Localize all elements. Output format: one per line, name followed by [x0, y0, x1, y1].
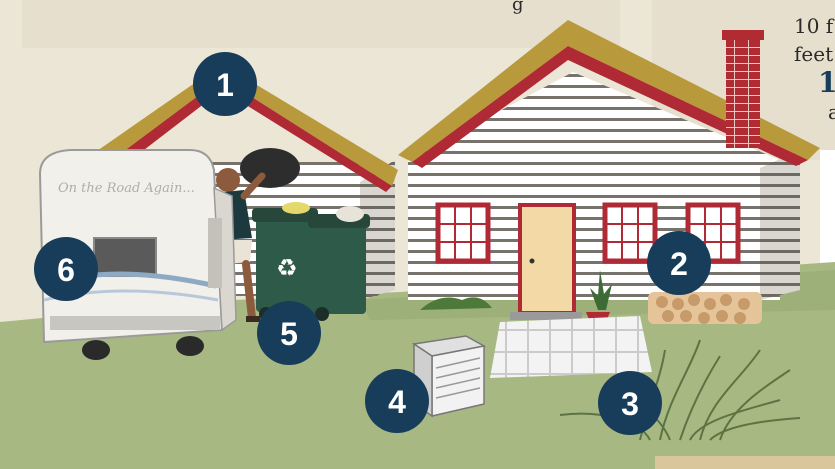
rv-decal: On the Road Again... — [58, 181, 195, 196]
svg-text:2: 2 — [670, 246, 688, 282]
svg-text:5: 5 — [280, 316, 298, 352]
bottom-strip — [655, 456, 835, 469]
top-right-number: 1 — [818, 66, 835, 99]
svg-text:6: 6 — [57, 252, 75, 288]
marker-badge-6[interactable]: 6 — [34, 237, 98, 301]
front-door — [520, 205, 574, 313]
marker-badge-1[interactable]: 1 — [193, 52, 257, 116]
top-right-text-line-1: 10 f — [794, 14, 833, 38]
top-left-text-panel — [22, 0, 620, 48]
marker-badge-2[interactable]: 2 — [647, 231, 711, 295]
svg-text:4: 4 — [388, 384, 406, 420]
rv-window — [94, 238, 156, 276]
firewood-pile — [648, 292, 762, 324]
trash-bins: ♻ — [252, 202, 370, 321]
marker-badge-5[interactable]: 5 — [257, 301, 321, 365]
top-right-text-line-2: feet — [794, 42, 833, 66]
svg-text:♻: ♻ — [276, 254, 298, 282]
svg-text:1: 1 — [216, 67, 234, 103]
marker-badge-3[interactable]: 3 — [598, 371, 662, 435]
walkway — [490, 316, 652, 378]
marker-badge-4[interactable]: 4 — [365, 369, 429, 433]
chimney — [726, 36, 760, 148]
svg-text:3: 3 — [621, 386, 639, 422]
top-right-text-line-3: a — [828, 100, 835, 124]
top-left-text-fragment: g — [512, 0, 524, 15]
